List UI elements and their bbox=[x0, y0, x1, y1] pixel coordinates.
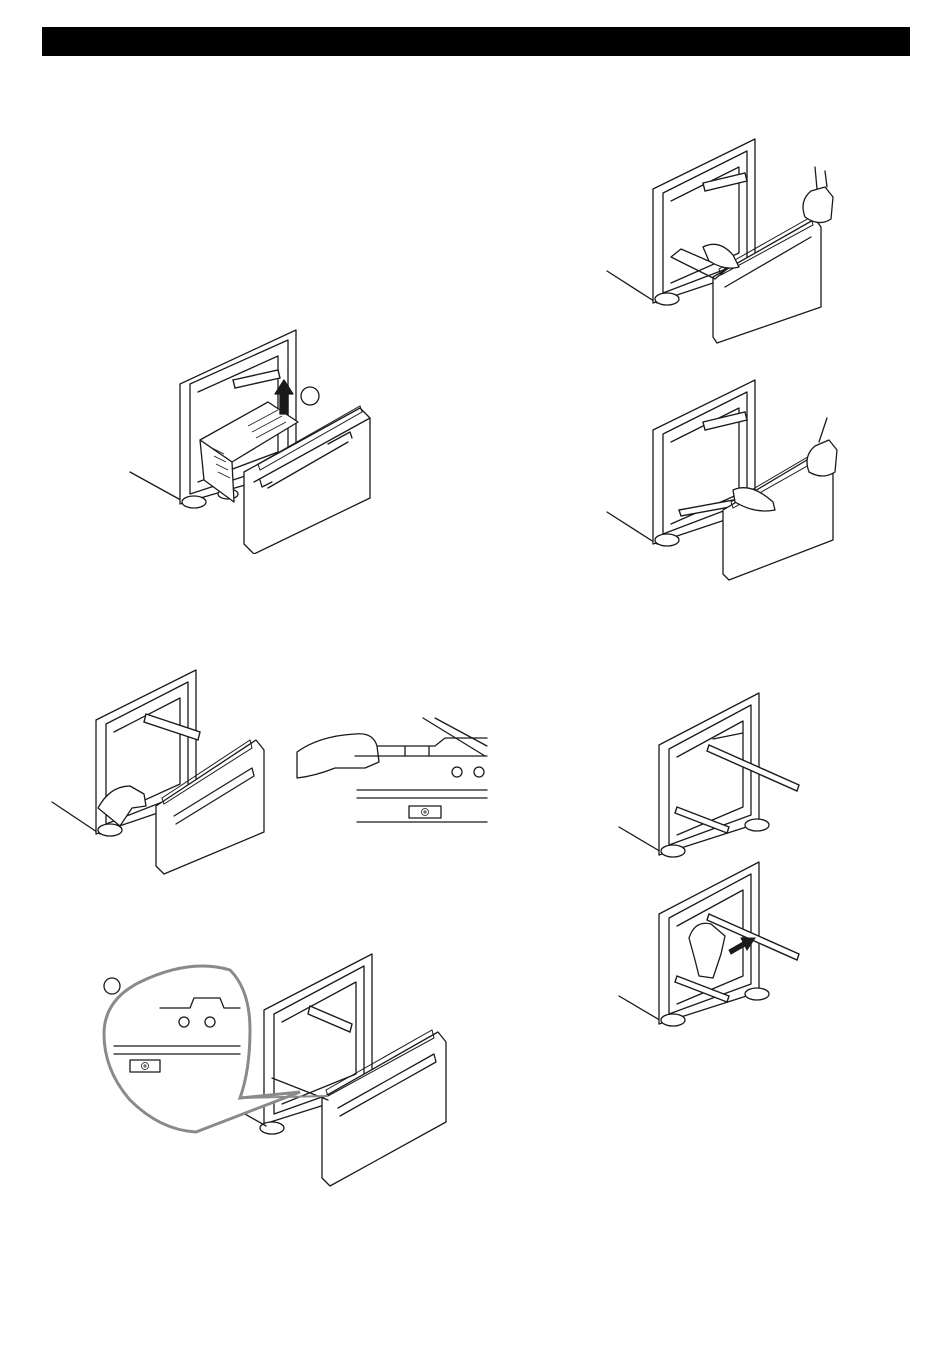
fig-rails-extended bbox=[617, 689, 802, 859]
fig-lift-drawer-both-hands bbox=[605, 137, 835, 347]
header-bar bbox=[42, 27, 910, 56]
fig-release-clip bbox=[50, 668, 270, 876]
fig-clip-detail bbox=[295, 716, 490, 828]
fig-push-rails-in bbox=[617, 858, 802, 1030]
fig-pull-drawer-off-rails bbox=[605, 378, 840, 584]
fig-clip-magnified bbox=[100, 950, 450, 1188]
fig-remove-basket bbox=[128, 322, 378, 554]
